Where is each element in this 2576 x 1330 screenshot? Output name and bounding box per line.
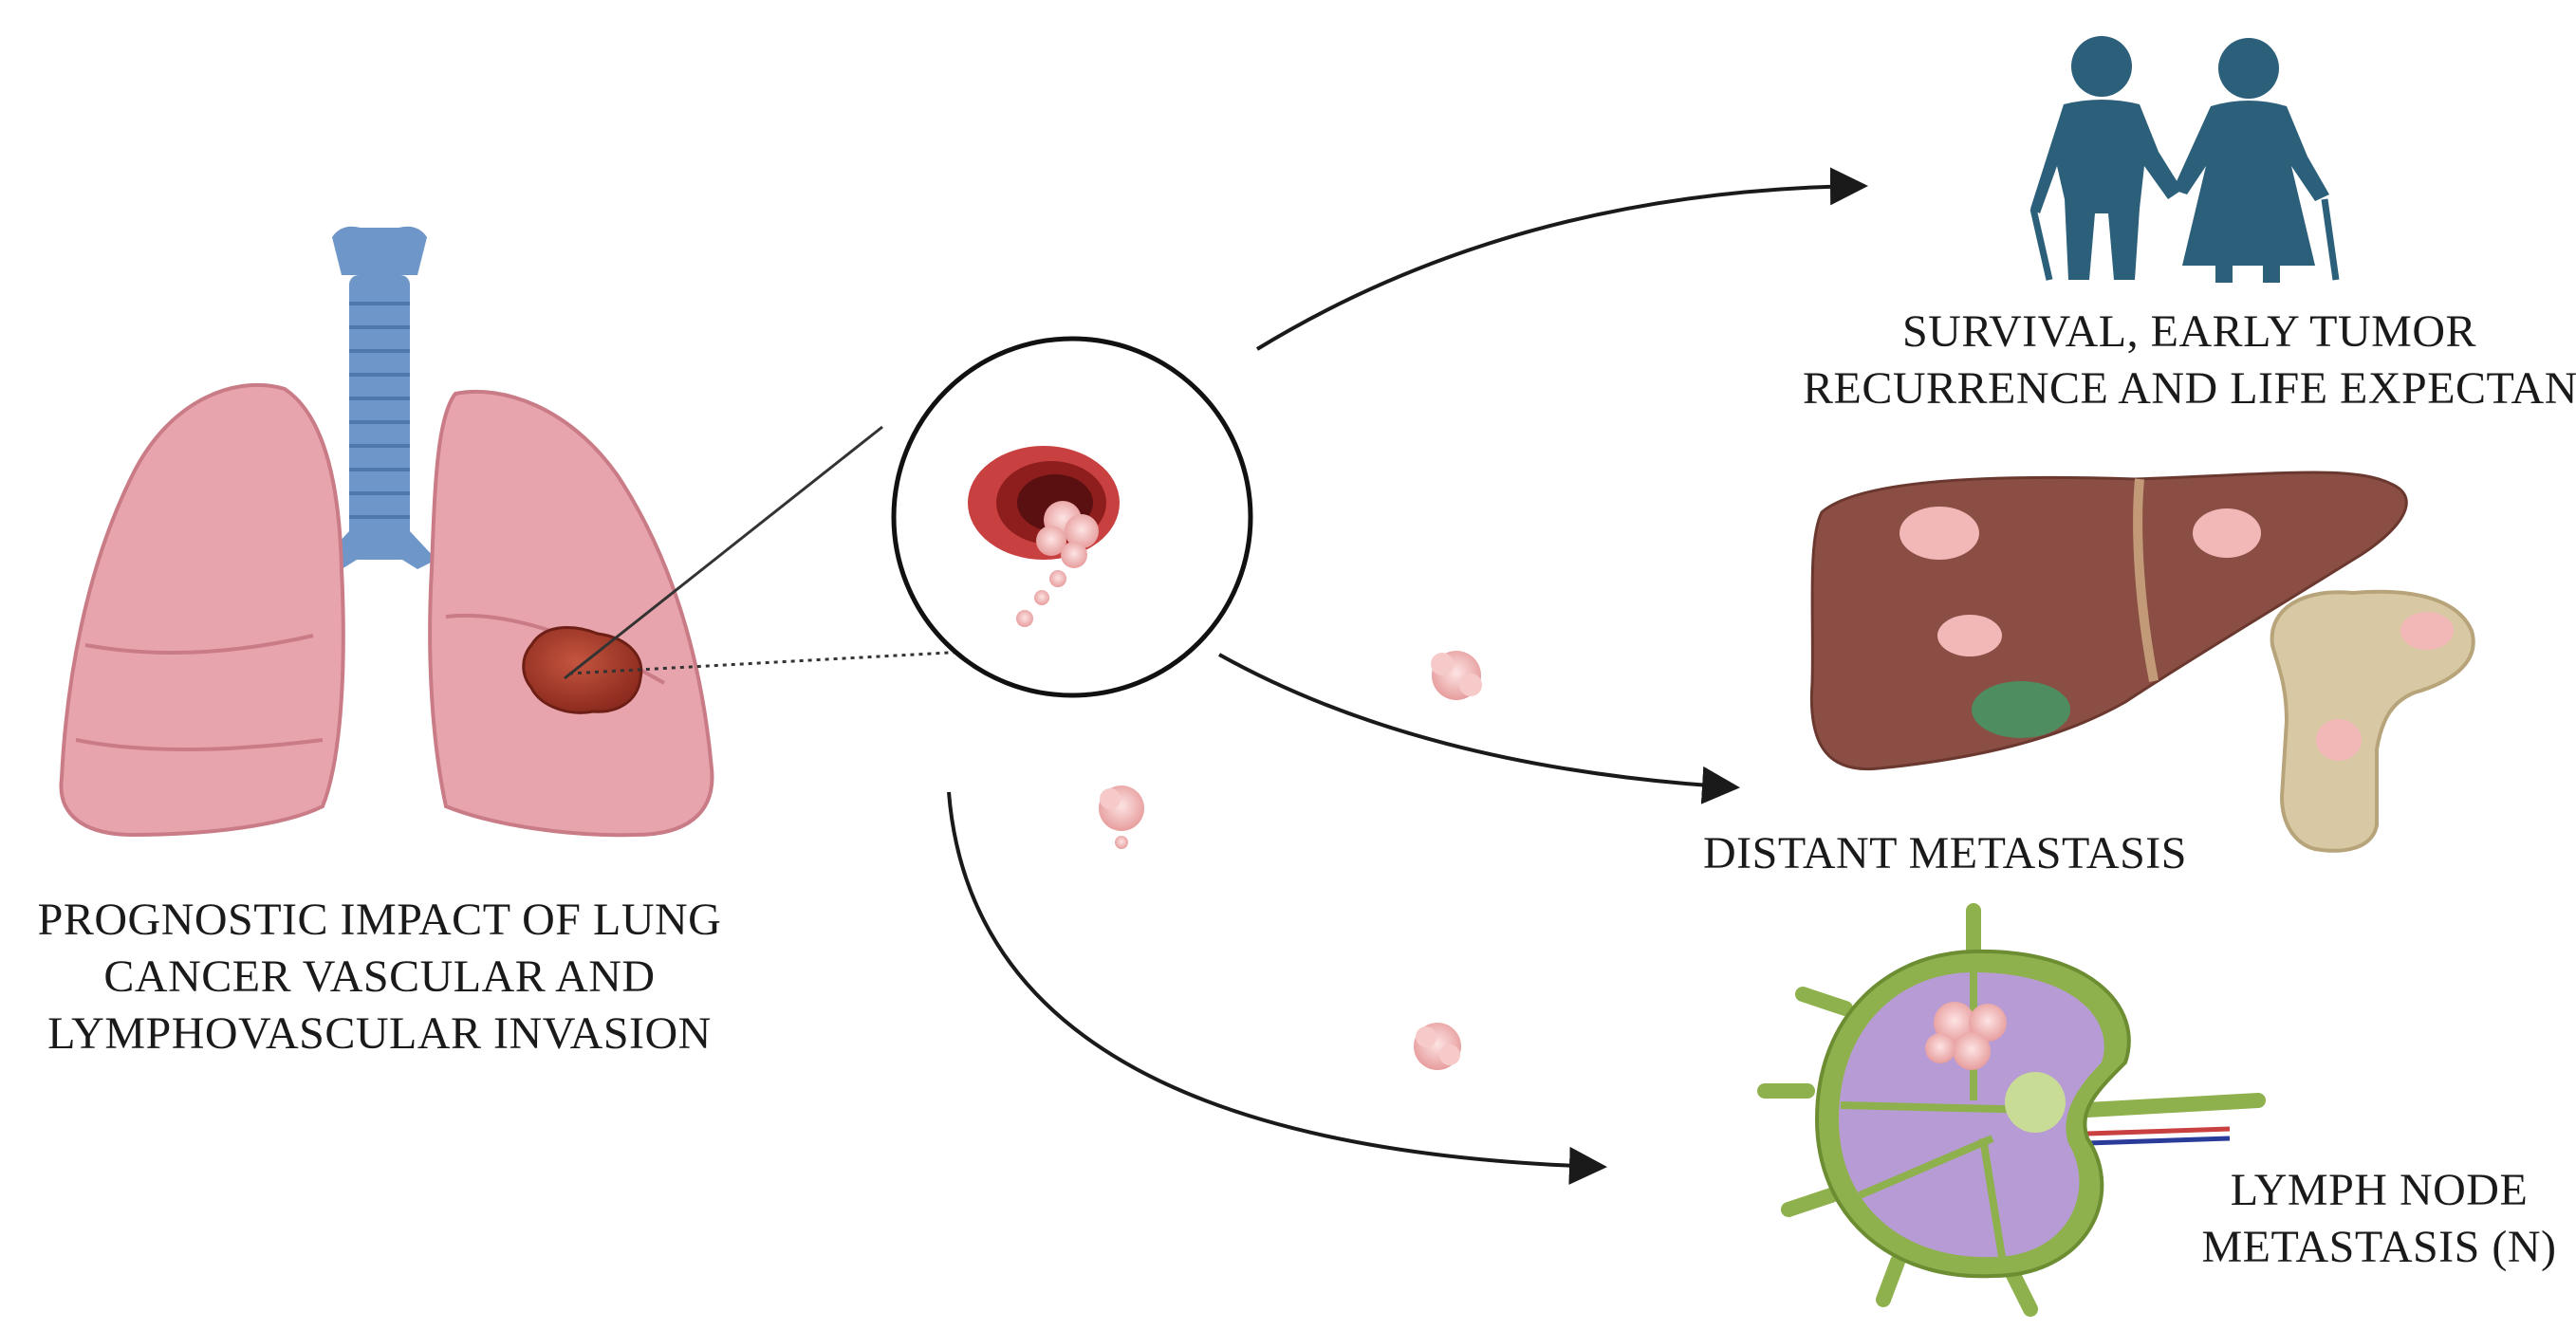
liver-icon [1809,471,2408,771]
arrow-to-survival [1255,167,1868,351]
survival-label: SURVIVAL, EARLY TUMOR RECURRENCE AND LIF… [1803,304,2576,417]
distant-metastasis-label: DISTANT METASTASIS [1703,825,2187,882]
lymph-tumor-cluster-icon [1925,1002,2007,1070]
lung-tumor-icon [522,626,643,714]
lymph-node-metastasis-label: LYMPH NODE METASTASIS (N) [2182,1162,2576,1276]
lungs-illustration [59,226,1035,838]
left-caption: PROGNOSTIC IMPACT OF LUNG CANCER VASCULA… [0,892,759,1062]
circulating-tumor-cell-1 [1431,651,1482,700]
elderly-couple-icon [2029,36,2340,283]
tumor-cluster-icon [1036,501,1099,568]
survival-label-line-2: RECURRENCE AND LIFE EXPECTANCY [1803,363,2576,414]
left-caption-line-2: CANCER VASCULAR AND [103,951,656,1002]
lung-right [428,389,714,838]
lung-left [59,382,345,838]
left-caption-line-1: PROGNOSTIC IMPACT OF LUNG [37,895,722,945]
trachea-icon [323,226,436,569]
arrow-to-lymph-node-metastasis [947,791,1607,1185]
circulating-tumor-cell-3 [1414,1023,1461,1070]
survival-label-line-1: SURVIVAL, EARLY TUMOR [1901,306,2476,357]
circulating-tumor-cell-2 [1099,785,1144,849]
vessel-invasion-zoom-icon [891,336,1253,698]
arrow-to-distant-metastasis [1218,653,1740,804]
distant-metastasis-label-line-1: DISTANT METASTASIS [1703,828,2187,878]
left-caption-line-3: LYMPHOVASCULAR INVASION [47,1008,712,1059]
lymph-node-label-line-1: LYMPH NODE [2230,1165,2529,1215]
bone-icon [2270,589,2475,853]
lymph-node-icon [1757,903,2266,1317]
lymph-node-label-line-2: METASTASIS (N) [2201,1222,2557,1272]
